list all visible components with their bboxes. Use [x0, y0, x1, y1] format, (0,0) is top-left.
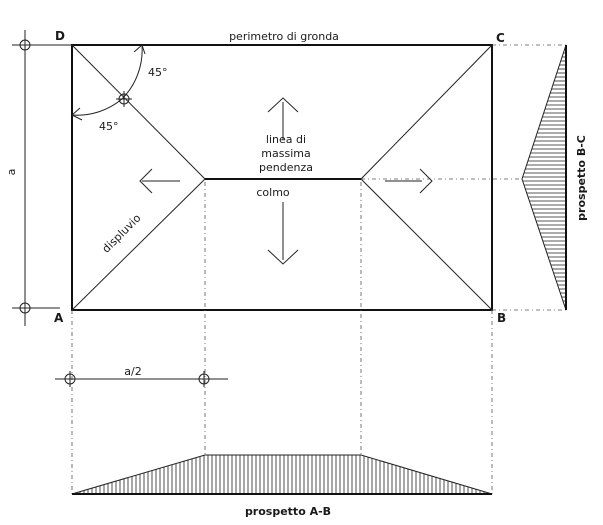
elevation-ab-outline [71, 454, 493, 495]
elevation-bc-hatching [522, 48, 566, 310]
corner-label-b: B [497, 311, 506, 325]
arc-arrow-top [133, 44, 146, 55]
ridge-label: colmo [256, 186, 290, 199]
dim-half-label: a/2 [124, 365, 141, 378]
angle-arc-top [121, 44, 143, 100]
slope-arrow-up-head [267, 97, 299, 113]
elevation-bc-label: prospetto B-C [575, 135, 588, 221]
corner-label-a: A [54, 311, 64, 325]
elevation-ab-hatching [75, 455, 489, 494]
elevation-bc [521, 44, 567, 311]
arc-arrow-bottom [71, 107, 83, 121]
slope-arrow-down-head [267, 249, 299, 265]
corner-label-c: C [496, 31, 505, 45]
hip-line-a [71, 178, 206, 311]
hip-line-b [360, 178, 493, 311]
corner-label-d: D [55, 29, 65, 43]
angle-arc-bottom [71, 98, 123, 116]
eave-perimeter [71, 44, 493, 311]
elevation-ab-label: prospetto A-B [245, 505, 331, 518]
perimeter-label: perimetro di gronda [229, 30, 339, 43]
hip-line-c [360, 44, 493, 180]
slope-label-line3: pendenza [259, 161, 313, 174]
slope-label-line2: massima [261, 147, 310, 160]
slope-arrow-right-head [419, 168, 433, 194]
dim-a-label: a [5, 169, 18, 176]
hip-line-d [71, 44, 206, 180]
slope-arrow-left-head [139, 168, 153, 194]
elevation-ab [71, 454, 493, 495]
angle-label-bottom: 45° [99, 120, 119, 133]
slope-label-line1: linea di [266, 133, 306, 146]
angle-label-top: 45° [148, 66, 168, 79]
hip-label: displuvio [100, 211, 144, 255]
